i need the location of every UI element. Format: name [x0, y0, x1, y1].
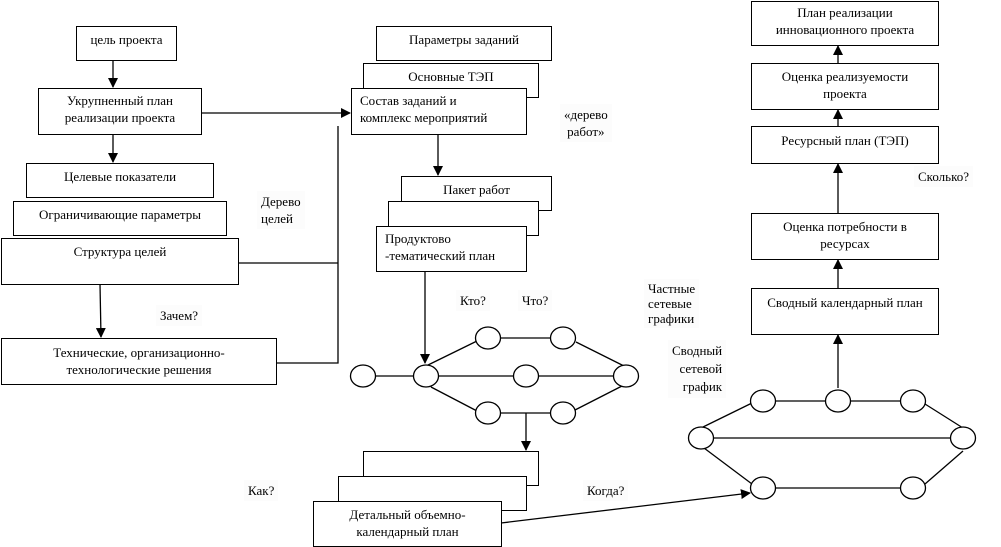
- summary-network-node: [749, 389, 777, 413]
- detailed-plan-line2: календарный план: [356, 524, 459, 539]
- goal-tree-label: Дерево целей: [257, 191, 305, 229]
- summary-network-node: [687, 426, 715, 450]
- private-network-node: [412, 364, 440, 388]
- product-plan-line2: -тематический план: [385, 248, 496, 263]
- summary-network-line1: Сводный: [672, 343, 723, 358]
- feasibility-line2: проекта: [823, 86, 867, 101]
- private-network-node: [549, 326, 577, 350]
- resource-needs-line1: Оценка потребности в: [783, 219, 907, 234]
- goal-structure-text: Структура целей: [73, 244, 167, 259]
- summary-network-node: [899, 389, 927, 413]
- work-tree-label: «дерево работ»: [560, 104, 612, 142]
- private-network-node: [474, 326, 502, 350]
- private-networks-line1: Частные: [648, 281, 696, 296]
- arrow-detailed-plan-to-summary-network: [500, 489, 751, 524]
- resource-needs-line2: ресурсах: [820, 236, 870, 251]
- detailed-plan-box: Детальный объемно- календарный план: [313, 501, 502, 547]
- target-indicators-text: Целевые показатели: [63, 169, 177, 184]
- goal-structure-box: Структура целей: [1, 238, 239, 285]
- who-label-text: Кто?: [460, 293, 486, 308]
- product-plan-box: Продуктово -тематический план: [376, 226, 527, 272]
- limiting-parameters-box: Ограничивающие параметры: [13, 201, 227, 236]
- work-package-text: Пакет работ: [443, 182, 510, 197]
- how-label: Как?: [244, 480, 279, 501]
- private-network-node: [512, 364, 540, 388]
- when-label-text: Когда?: [587, 483, 625, 498]
- private-network-node: [349, 364, 377, 388]
- feasibility-line1: Оценка реализуемости: [781, 69, 909, 84]
- goal-text: цель проекта: [90, 32, 163, 47]
- summary-network-node: [749, 476, 777, 500]
- summary-calendar-text: Сводный календарный план: [767, 295, 923, 310]
- consolidated-plan-box: Укрупненный план реализации проекта: [38, 88, 202, 135]
- what-label-text: Что?: [522, 293, 549, 308]
- product-plan-line1: Продуктово: [385, 231, 451, 246]
- limiting-parameters-text: Ограничивающие параметры: [39, 207, 201, 222]
- connector-bracket-vertical: [276, 126, 339, 364]
- goal-box: цель проекта: [76, 26, 177, 61]
- work-tree-label-line2: работ»: [567, 124, 605, 139]
- target-indicators-box: Целевые показатели: [26, 163, 214, 198]
- summary-network-node: [899, 476, 927, 500]
- how-much-label-text: Сколько?: [918, 169, 969, 184]
- innovation-plan-box: План реализации инновационного проекта: [751, 1, 939, 46]
- solutions-line1: Технические, организационно-: [53, 345, 225, 360]
- innovation-plan-line2: инновационного проекта: [775, 22, 915, 37]
- task-composition-line1: Состав заданий и: [360, 93, 457, 108]
- arrow-structure-to-solutions: [95, 283, 106, 338]
- innovation-plan-line1: План реализации: [797, 5, 893, 20]
- why-label: Зачем?: [156, 305, 203, 326]
- summary-network-node: [824, 389, 852, 413]
- summary-calendar-box: Сводный календарный план: [751, 288, 939, 335]
- main-tep-text: Основные ТЭП: [408, 69, 494, 84]
- task-composition-line2: комплекс мероприятий: [360, 110, 488, 125]
- why-label-text: Зачем?: [160, 308, 199, 323]
- private-network-node: [474, 401, 502, 425]
- private-networks-label: Частные сетевые графики: [644, 279, 700, 328]
- summary-network-line2: сетевой: [679, 361, 723, 376]
- solutions-box: Технические, организационно- технологиче…: [1, 338, 277, 385]
- summary-network-label: Сводный сетевой график: [668, 340, 727, 398]
- task-composition-box: Состав заданий и комплекс мероприятий: [351, 88, 527, 135]
- detailed-plan-line1: Детальный объемно-: [349, 507, 466, 522]
- when-label: Когда?: [583, 480, 629, 501]
- goal-tree-label-line1: Дерево: [261, 194, 301, 209]
- task-parameters-box: Параметры заданий: [376, 26, 552, 61]
- private-network-node: [612, 364, 640, 388]
- private-networks-line2: сетевые: [648, 296, 692, 311]
- summary-network-node: [949, 426, 977, 450]
- task-parameters-text: Параметры заданий: [409, 32, 519, 47]
- goal-tree-label-line2: целей: [261, 211, 293, 226]
- resource-plan-text: Ресурсный план (ТЭП): [781, 133, 909, 148]
- consolidated-plan-line2: реализации проекта: [64, 110, 176, 125]
- how-much-label: Сколько?: [914, 166, 973, 187]
- what-label: Что?: [518, 290, 553, 311]
- private-networks-line3: графики: [648, 311, 695, 326]
- summary-network-line3: график: [682, 379, 723, 394]
- resource-needs-box: Оценка потребности в ресурсах: [751, 213, 939, 260]
- work-tree-label-line1: «дерево: [564, 107, 608, 122]
- consolidated-plan-line1: Укрупненный план: [67, 93, 173, 108]
- feasibility-box: Оценка реализуемости проекта: [751, 63, 939, 110]
- who-label: Кто?: [456, 290, 490, 311]
- how-label-text: Как?: [248, 483, 275, 498]
- private-network-node: [549, 401, 577, 425]
- resource-plan-box: Ресурсный план (ТЭП): [751, 126, 939, 164]
- solutions-line2: технологические решения: [66, 362, 212, 377]
